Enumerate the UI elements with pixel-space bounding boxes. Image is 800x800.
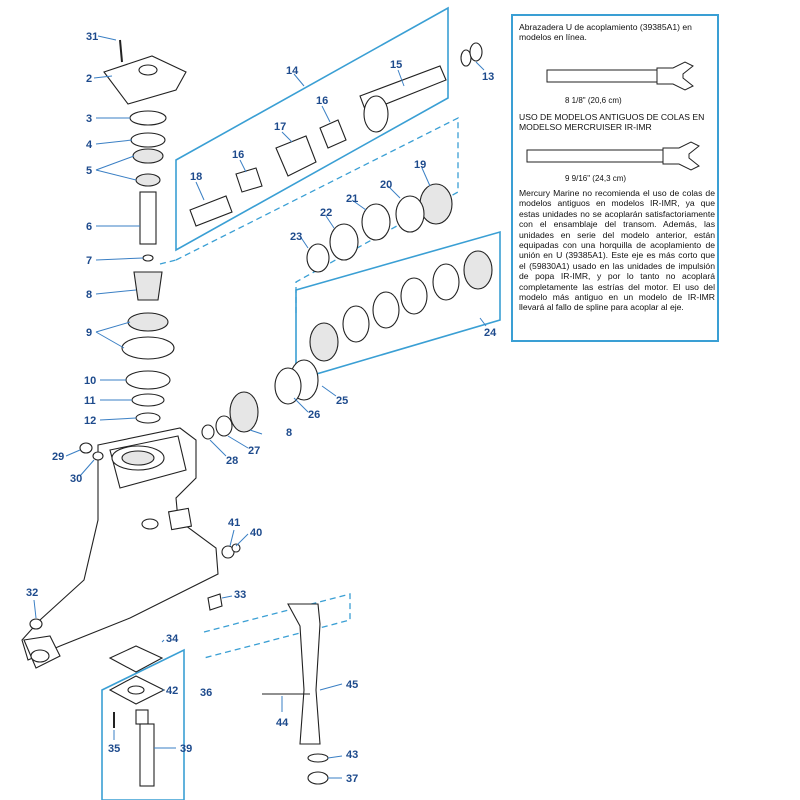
callout-35: 35 <box>108 743 120 755</box>
callout-25: 25 <box>336 395 348 407</box>
parts-vertical-stack <box>103 39 187 424</box>
callout-45: 45 <box>346 679 358 691</box>
callout-32: 32 <box>26 587 38 599</box>
callout-9: 9 <box>86 327 92 339</box>
parts-bearing-stack <box>306 183 453 273</box>
group-14-frame <box>175 6 449 252</box>
callout-19: 19 <box>414 159 426 171</box>
callout-40: 40 <box>250 527 262 539</box>
callout-18: 18 <box>190 171 202 183</box>
callout-34: 34 <box>166 633 179 645</box>
callout-5: 5 <box>86 165 92 177</box>
callout-22: 22 <box>320 207 332 219</box>
callout-28: 28 <box>226 455 238 467</box>
callout-2: 2 <box>86 73 92 85</box>
callout-15: 15 <box>390 59 402 71</box>
yoke-shaft-1-icon <box>546 61 694 91</box>
callout-37: 37 <box>346 773 358 785</box>
callout-30: 30 <box>70 473 82 485</box>
group-24-frame <box>295 230 501 382</box>
parts-forward-gear <box>201 359 319 440</box>
dashed-outline-19-23 <box>175 116 459 316</box>
callout-6: 6 <box>86 221 92 233</box>
callout-12: 12 <box>84 415 96 427</box>
callout-16b: 16 <box>232 149 244 161</box>
callout-41: 41 <box>228 517 240 529</box>
callout-24: 24 <box>484 327 497 339</box>
group-36-frame <box>101 648 185 800</box>
callout-10: 10 <box>84 375 96 387</box>
parts-shim-rings <box>309 250 493 362</box>
callout-43: 43 <box>346 749 358 761</box>
callout-27: 27 <box>248 445 260 457</box>
callout-26: 26 <box>308 409 320 421</box>
gear-housing <box>21 427 219 669</box>
callout-39: 39 <box>180 743 192 755</box>
note-body: Mercury Marine no recomienda el uso de c… <box>519 188 715 313</box>
callout-33: 33 <box>234 589 246 601</box>
callout-23: 23 <box>290 231 302 243</box>
parts-small-hardware <box>29 442 241 630</box>
callout-13: 13 <box>482 71 494 83</box>
callout-31: 31 <box>86 31 98 43</box>
callout-42: 42 <box>166 685 178 697</box>
callout-44: 44 <box>276 717 289 729</box>
callout-36: 36 <box>200 687 212 699</box>
callout-16a: 16 <box>316 95 328 107</box>
yoke-shaft-2-icon <box>526 141 700 171</box>
note-dim-1: 8 1/8" (20,6 cm) <box>565 96 622 105</box>
callout-17: 17 <box>274 121 286 133</box>
callout-3: 3 <box>86 113 92 125</box>
callout-layer: 31 2 3 4 5 6 7 8 9 10 11 12 13 14 15 16 … <box>26 31 497 785</box>
callout-20: 20 <box>380 179 392 191</box>
coupler-note-box: Abrazadera U de acoplamiento (39385A1) e… <box>511 14 719 342</box>
parts-drive-shaft <box>189 42 483 227</box>
callout-8: 8 <box>86 289 92 301</box>
callout-8b: 8 <box>286 427 292 439</box>
note-heading-2: USO DE MODELOS ANTIGUOS DE COLAS EN MODE… <box>519 112 705 133</box>
callout-29: 29 <box>52 451 64 463</box>
callout-11: 11 <box>84 395 96 407</box>
callout-4: 4 <box>86 139 93 151</box>
dashed-outline-33 <box>203 593 351 659</box>
parts-plate-group <box>108 645 166 787</box>
callout-7: 7 <box>86 255 92 267</box>
callout-14: 14 <box>286 65 299 77</box>
note-heading-1: Abrazadera U de acoplamiento (39385A1) e… <box>519 22 692 43</box>
note-dim-2: 9 9/16" (24,3 cm) <box>565 174 627 183</box>
parts-pickup-tube <box>262 603 329 785</box>
callout-21: 21 <box>346 193 358 205</box>
